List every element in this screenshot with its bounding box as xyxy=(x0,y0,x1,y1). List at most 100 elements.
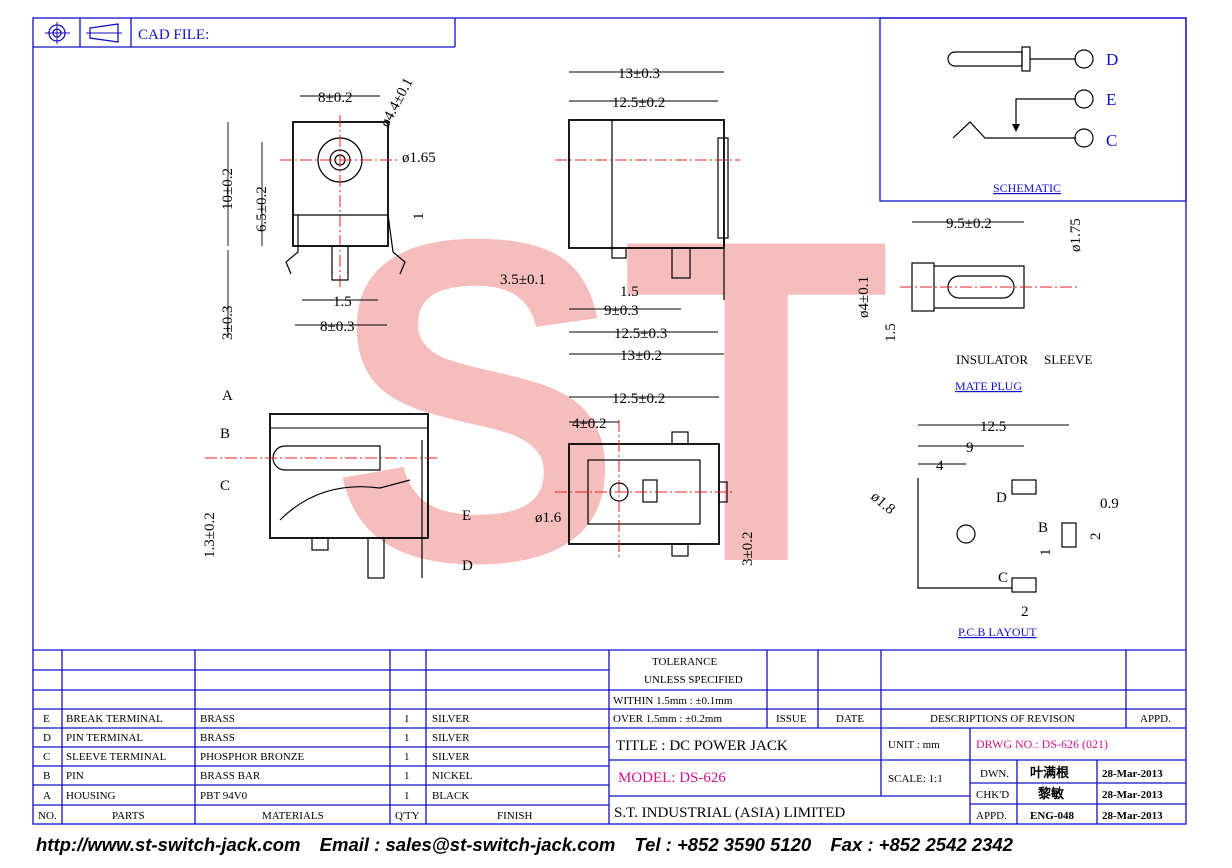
bom-row-d-no: D xyxy=(43,732,51,744)
bom-row-e-qty: 1 xyxy=(404,713,410,725)
front-dim-offset: 1 xyxy=(411,213,427,221)
header-strip: CAD FILE: xyxy=(33,18,456,48)
plug-dim-insulator: 1.5 xyxy=(883,323,899,342)
bottom-dim-hole-dia: ø1.6 xyxy=(535,510,562,526)
side-dim-base-length: 12.5±0.3 xyxy=(614,326,667,342)
schematic-pin-e: E xyxy=(1106,90,1116,109)
pcb-dim-c-width: 2 xyxy=(1021,604,1029,620)
footer-fax: Fax : +852 2542 2342 xyxy=(830,834,1013,855)
bom-row-e-finish: SILVER xyxy=(432,713,470,725)
bom-table: E BREAK TERMINAL BRASS 1 SILVER D PIN TE… xyxy=(33,649,1186,824)
bom-row-b-finish: NICKEL xyxy=(432,770,473,782)
bom-row-a-qty: 1 xyxy=(404,790,410,802)
schematic-caption: SCHEMATIC xyxy=(993,181,1061,195)
schematic-pin-d: D xyxy=(1106,50,1118,69)
pcb-layout-view: 12.5 9 4 ø1.8 0.9 2 1 2 D B C P.C.B LAYO… xyxy=(867,419,1118,639)
bom-row-c-part: SLEEVE TERMINAL xyxy=(66,751,167,763)
pcb-pin-b: B xyxy=(1038,520,1048,536)
bottom-dim-hole-offset: 4±0.2 xyxy=(572,416,606,432)
chkd-label: CHK'D xyxy=(976,789,1009,801)
bom-row-d-material: BRASS xyxy=(200,732,235,744)
section-label-a: A xyxy=(222,388,233,404)
appd-date: 28-Mar-2013 xyxy=(1102,810,1163,822)
front-dim-width: 8±0.2 xyxy=(318,90,352,106)
drawing-number: DRWG NO.: DS-626 (021) xyxy=(976,737,1108,751)
bom-row-c-no: C xyxy=(43,751,50,763)
bom-row-c-qty: 1 xyxy=(404,751,410,763)
plug-sleeve-label: SLEEVE xyxy=(1044,352,1092,367)
front-dim-pin-length: 3±0.3 xyxy=(220,306,236,340)
bom-row-e-no: E xyxy=(43,713,50,725)
tolerance-title: TOLERANCE xyxy=(652,656,717,668)
plug-dim-pin-dia: ø1.75 xyxy=(1068,218,1084,252)
pcb-dim-hole-offset: 4 xyxy=(936,458,944,474)
front-dim-pin-width: 1.5 xyxy=(333,294,352,310)
front-dim-base-width: 8±0.3 xyxy=(320,319,354,335)
cad-file-label: CAD FILE: xyxy=(138,27,209,43)
bom-header-qty: Q'TY xyxy=(395,810,420,822)
title-block: TITLE : DC POWER JACK UNIT : mm DRWG NO.… xyxy=(609,728,1186,824)
projection-cone-icon xyxy=(86,23,122,43)
footer-contact: http://www.st-switch-jack.com Email : sa… xyxy=(36,834,1216,856)
model-text: MODEL: DS-626 xyxy=(618,770,726,786)
footer-website-link[interactable]: http://www.st-switch-jack.com xyxy=(36,834,301,855)
bom-header-parts: PARTS xyxy=(112,810,145,822)
bom-row-a-finish: BLACK xyxy=(432,790,469,802)
title-text: TITLE : DC POWER JACK xyxy=(616,738,788,754)
watermark-text: ST xyxy=(330,145,890,658)
pcb-caption: P.C.B LAYOUT xyxy=(958,625,1037,639)
plug-caption: MATE PLUG xyxy=(955,379,1022,393)
side-dim-pin-width: 1.5 xyxy=(620,284,639,300)
unit-text: UNIT : mm xyxy=(888,739,940,751)
side-dim-length-body: 12.5±0.2 xyxy=(612,95,665,111)
section-label-d: D xyxy=(462,558,473,574)
section-label-e: E xyxy=(462,508,471,524)
bom-row-c-finish: SILVER xyxy=(432,751,470,763)
pcb-pin-c: C xyxy=(998,570,1008,586)
side-dim-base-total: 13±0.2 xyxy=(620,348,662,364)
bom-header-materials: MATERIALS xyxy=(262,810,324,822)
tolerance-within: WITHIN 1.5mm : ±0.1mm xyxy=(613,695,733,707)
side-dim-length-total: 13±0.3 xyxy=(618,66,660,82)
section-dim-pin-height: 1.3±0.2 xyxy=(202,512,218,558)
bottom-view: 12.5±0.2 4±0.2 ø1.6 3±0.2 xyxy=(535,391,756,566)
bom-row-b-no: B xyxy=(43,770,50,782)
bom-row-e-material: BRASS xyxy=(200,713,235,725)
bom-row-b-part: PIN xyxy=(66,770,84,782)
footer-phone: Tel : +852 3590 5120 xyxy=(634,834,812,855)
schematic-pin-c: C xyxy=(1106,131,1117,150)
bom-row-d-qty: 1 xyxy=(404,732,410,744)
pcb-dim-total: 12.5 xyxy=(980,419,1006,435)
bom-row-e-part: BREAK TERMINAL xyxy=(66,713,163,725)
bottom-dim-length: 12.5±0.2 xyxy=(612,391,665,407)
front-dim-height: 10±0.2 xyxy=(220,168,236,210)
section-label-b: B xyxy=(220,426,230,442)
schematic-panel: D E C SCHEMATIC xyxy=(879,17,1187,202)
appd-label: APPD. xyxy=(976,810,1007,822)
tolerance-block: TOLERANCE UNLESS SPECIFIED WITHIN 1.5mm … xyxy=(609,650,1186,728)
company-name: S.T. INDUSTRIAL (ASIA) LIMITED xyxy=(614,805,845,821)
pcb-dim-b-gap: 0.9 xyxy=(1100,496,1119,512)
appd-name: ENG-048 xyxy=(1030,810,1075,822)
tolerance-subtitle: UNLESS SPECIFIED xyxy=(644,674,743,686)
watermark-logo: ST xyxy=(330,145,890,658)
bottom-dim-tab: 3±0.2 xyxy=(740,532,756,566)
plug-dim-length: 9.5±0.2 xyxy=(946,216,992,232)
pcb-dim-c-offset: 1 xyxy=(1038,549,1054,557)
plug-dim-outer-dia: ø4±0.1 xyxy=(856,276,872,318)
side-dim-pin-position: 9±0.3 xyxy=(604,303,638,319)
front-dim-outer-dia: ø4.4±0.1 xyxy=(377,75,416,130)
dwn-label: DWN. xyxy=(980,768,1009,780)
dwn-date: 28-Mar-2013 xyxy=(1102,768,1163,780)
footer-email-link[interactable]: Email : sales@st-switch-jack.com xyxy=(319,834,616,855)
chkd-date: 28-Mar-2013 xyxy=(1102,789,1163,801)
front-dim-center-height: 6.5±0.2 xyxy=(254,186,270,232)
revision-appd-header: APPD. xyxy=(1140,713,1171,725)
mate-plug-view: 9.5±0.2 ø1.75 ø4±0.1 1.5 INSULATOR SLEEV… xyxy=(856,216,1092,393)
bom-header-no: NO. xyxy=(38,810,57,822)
bom-row-a-material: PBT 94V0 xyxy=(200,790,248,802)
revision-issue-header: ISSUE xyxy=(776,713,807,725)
chkd-name: 黎敏 xyxy=(1038,786,1065,801)
side-dim-pin-offset: 3.5±0.1 xyxy=(500,272,546,288)
